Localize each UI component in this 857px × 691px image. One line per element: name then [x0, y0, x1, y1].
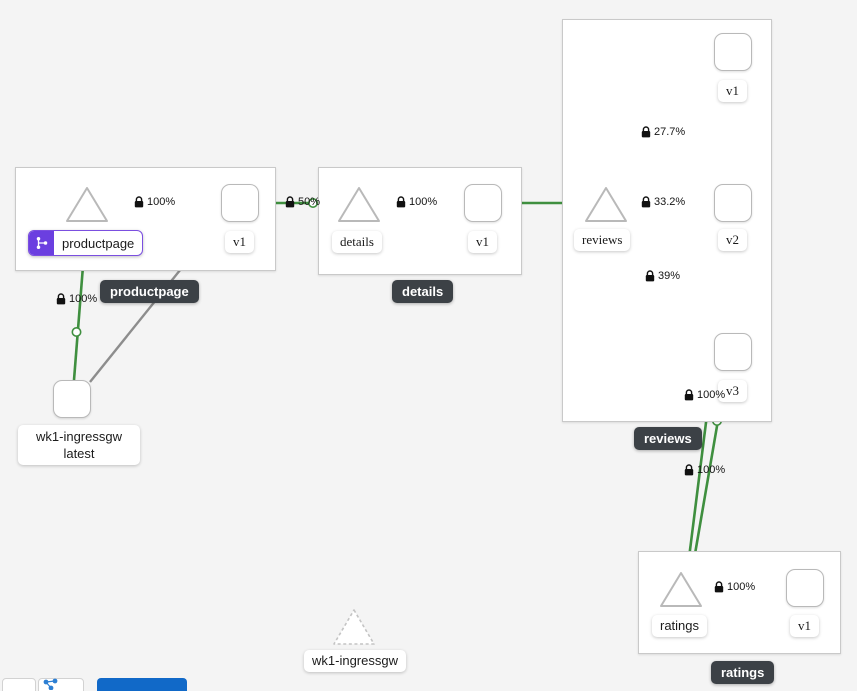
node-label-ingressgw[interactable]: wk1-ingressgw latest — [18, 425, 140, 465]
lock-icon — [285, 196, 295, 208]
virtualservice-icon — [29, 231, 54, 255]
edge-label-productpage-svc-to-v1: 100% — [134, 196, 175, 208]
node-label-reviews-v2[interactable]: v2 — [718, 229, 747, 251]
node-reviews-v1[interactable] — [714, 33, 752, 71]
edge-label-productpage-v1-to-details: 50% — [285, 196, 320, 208]
edge-pct-text: 100% — [697, 463, 726, 476]
node-ghost-ingressgw[interactable] — [330, 606, 378, 648]
node-label-reviews-service[interactable]: reviews — [574, 229, 631, 251]
edge-pct-text: 100% — [697, 388, 726, 401]
lock-icon — [396, 196, 406, 208]
edge-pct-text: 27.7% — [654, 125, 686, 138]
node-reviews-v3[interactable] — [714, 333, 752, 371]
graph-nodes-icon — [43, 678, 58, 690]
lock-icon — [684, 389, 694, 401]
node-ratings-service[interactable] — [658, 570, 704, 610]
lock-icon — [641, 126, 651, 138]
edge-pct-text: 100% — [727, 580, 756, 593]
triangle-icon — [66, 187, 108, 222]
edge-label-reviews-svc-to-v3: 39% — [645, 270, 680, 282]
edge-pct-text: 100% — [147, 195, 176, 208]
node-ingressgw[interactable] — [53, 380, 91, 418]
node-label-ratings-v1[interactable]: v1 — [790, 615, 819, 637]
lock-icon — [134, 196, 144, 208]
edge-label-ratings-svc-to-v1: 100% — [714, 581, 755, 593]
group-badge-ratings[interactable]: ratings — [711, 661, 775, 684]
lock-icon — [641, 196, 651, 208]
node-label-reviews-v3[interactable]: v3 — [718, 380, 747, 402]
triangle-icon — [585, 187, 627, 222]
edge-label-reviews-svc-to-v1: 27.7% — [641, 126, 685, 138]
node-label-productpage-v1[interactable]: v1 — [225, 231, 254, 253]
group-badge-productpage[interactable]: productpage — [100, 280, 199, 303]
edge-pct-text: 100% — [69, 292, 98, 305]
bottom-toolbar-partial — [0, 678, 857, 691]
edge-label-reviews-v2-to-ratings: 100% — [684, 464, 725, 476]
node-label-details-service[interactable]: details — [332, 231, 382, 253]
node-label-ghost-ingressgw[interactable]: wk1-ingressgw — [304, 650, 406, 672]
edge-pct-text: 100% — [409, 195, 438, 208]
edge-pct-text: 39% — [658, 269, 681, 282]
toolbar-primary-button[interactable] — [97, 678, 187, 691]
productpage-service-label-text: productpage — [62, 235, 135, 251]
node-details-v1[interactable] — [464, 184, 502, 222]
triangle-icon — [660, 572, 702, 607]
edge-label-details-svc-to-v1: 100% — [396, 196, 437, 208]
edge-label-gw-to-productpage-svc: 100% — [56, 293, 97, 305]
lock-icon — [645, 270, 655, 282]
group-badge-details[interactable]: details — [392, 280, 454, 303]
node-reviews-service[interactable] — [583, 185, 629, 225]
node-label-productpage-service[interactable]: productpage — [28, 230, 144, 256]
edge-pct-text: 33.2% — [654, 195, 686, 208]
toolbar-chip-left[interactable] — [2, 678, 36, 691]
node-productpage-v1[interactable] — [221, 184, 259, 222]
triangle-icon — [333, 609, 375, 645]
lock-icon — [684, 464, 694, 476]
edge-label-reviews-v3-to-ratings: 100% — [684, 389, 725, 401]
node-label-details-v1[interactable]: v1 — [468, 231, 497, 253]
node-reviews-v2[interactable] — [714, 184, 752, 222]
edge-pct-text: 50% — [298, 195, 321, 208]
ingressgw-label-line1: wk1-ingressgw — [36, 429, 122, 444]
node-ratings-v1[interactable] — [786, 569, 824, 607]
node-details-service[interactable] — [336, 185, 382, 225]
lock-icon — [56, 293, 66, 305]
lock-icon — [714, 581, 724, 593]
edge-label-reviews-svc-to-v2: 33.2% — [641, 196, 685, 208]
ingressgw-label-line2: latest — [63, 446, 95, 461]
node-productpage-service[interactable] — [64, 185, 110, 225]
node-label-ratings-service[interactable]: ratings — [652, 615, 708, 637]
group-badge-reviews[interactable]: reviews — [634, 427, 702, 450]
node-label-reviews-v1[interactable]: v1 — [718, 80, 747, 102]
triangle-icon — [338, 187, 380, 222]
